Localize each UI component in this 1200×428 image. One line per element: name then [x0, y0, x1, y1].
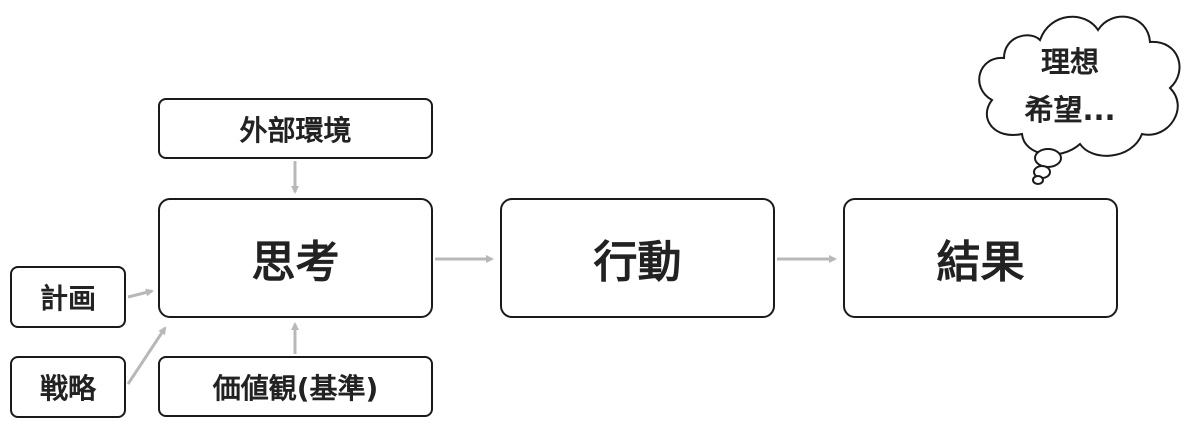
values-criteria-box: 価値観(基準) [158, 356, 433, 417]
external-environment-box: 外部環境 [158, 98, 433, 159]
thought-cloud-outline [978, 15, 1181, 157]
strategy-label: 戦略 [39, 372, 96, 405]
plan-label: 計画 [39, 282, 96, 315]
arrow-plan-to-thinking [127, 288, 154, 299]
thought-bubble-large [1034, 148, 1062, 168]
strategy-box: 戦略 [10, 356, 126, 418]
result-label: 結果 [936, 237, 1025, 288]
thinking-box: 思考 [158, 198, 433, 318]
external-environment-label: 外部環境 [239, 113, 352, 147]
action-label: 行動 [593, 237, 682, 288]
thought-cloud [978, 15, 1181, 185]
arrow-strategy-to-thinking [126, 326, 167, 385]
thought-bubble-small [1032, 175, 1044, 185]
result-box: 結果 [843, 198, 1118, 318]
action-box: 行動 [500, 198, 775, 318]
values-criteria-label: 価値観(基準) [212, 371, 379, 405]
plan-box: 計画 [10, 266, 126, 328]
thought-cloud-line-hope: 希望... [1024, 93, 1116, 127]
thinking-label: 思考 [251, 237, 340, 288]
thought-cloud-line-ideal: 理想 [1040, 45, 1099, 79]
